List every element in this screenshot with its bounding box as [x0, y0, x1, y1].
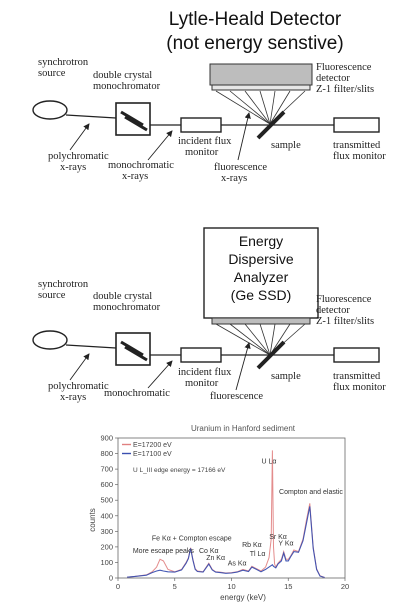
d2-synchrotron-line2: source — [38, 290, 66, 301]
d1-crystal-1 — [120, 110, 144, 127]
x-tick-label: 20 — [341, 582, 349, 591]
legend-label: E=17100 eV — [133, 451, 172, 458]
d2-detector-line1: Fluorescence — [316, 294, 372, 305]
d1-monox-line1: monochromatic — [108, 160, 174, 171]
d1-fluor-line1: fluorescence — [214, 162, 267, 173]
d1-poly-line2: x-rays — [60, 162, 86, 173]
d2-synchrotron-line1: synchrotron — [38, 279, 89, 290]
d2-analyzer-line3: Analyzer — [234, 269, 289, 285]
d2-filter-slit — [211, 317, 311, 325]
d1-transmitted-line2: flux monitor — [333, 151, 386, 162]
y-tick-label: 0 — [109, 574, 113, 583]
d1-mono-line1: double crystal — [93, 70, 152, 81]
d1-synchrotron-line2: source — [38, 68, 66, 79]
d2-beam-poly — [65, 344, 117, 349]
peak-annotation: Y Kα — [278, 540, 293, 547]
d2-mono-line1: double crystal — [93, 291, 152, 302]
d2-incident-flux-monitor — [180, 347, 222, 363]
d1-transmitted-flux-monitor — [333, 117, 380, 133]
d2-incident-line1: incident flux — [178, 367, 232, 378]
d1-detector-line1: Fluorescence — [316, 62, 372, 73]
peak-annotation: Zn Kα — [206, 555, 225, 562]
d1-sample-label: sample — [271, 140, 301, 151]
x-tick-label: 5 — [173, 582, 177, 591]
d1-detector-line3: Z-1 filter/slits — [316, 84, 374, 95]
d2-poly-line2: x-rays — [60, 392, 86, 403]
d2-transmitted-flux-monitor — [333, 347, 380, 363]
y-tick-label: 400 — [100, 511, 113, 520]
y-tick-label: 600 — [100, 480, 113, 489]
peak-annotation: More escape peaks — [133, 548, 195, 555]
series-line-2 — [127, 506, 325, 579]
d2-transmitted-line1: transmitted — [333, 371, 381, 382]
d2-sample-label: sample — [271, 371, 301, 382]
diagram-2: Energy Dispersive Analyzer (Ge SSD) sync… — [32, 227, 386, 403]
d1-synchrotron-line1: synchrotron — [38, 57, 89, 68]
d2-detector-line2: detector — [316, 305, 350, 316]
peak-annotation: U Lα — [261, 459, 276, 466]
title-line-2: (not energy senstive) — [166, 33, 344, 54]
diagram-1: synchrotron source double crystal monoch… — [32, 57, 386, 184]
y-tick-label: 200 — [100, 542, 113, 551]
d2-incident-line2: monitor — [185, 378, 219, 389]
d2-analyzer-line1: Energy — [239, 233, 283, 249]
spectrum-chart: Uranium in Hanford sediment energy (keV)… — [88, 424, 349, 602]
d1-crystal-2 — [124, 115, 148, 132]
d1-incident-flux-monitor — [180, 117, 222, 133]
chart-frame — [117, 437, 346, 579]
y-tick-label: 900 — [100, 434, 113, 443]
x-tick-label: 15 — [284, 582, 292, 591]
d1-synchrotron-ring — [32, 100, 68, 120]
d2-analyzer-line2: Dispersive — [228, 251, 294, 267]
peak-annotation: Compton and elastic — [279, 489, 343, 496]
peak-annotation: Sr Kα — [269, 534, 287, 541]
y-tick-label: 700 — [100, 465, 113, 474]
y-tick-label: 500 — [100, 496, 113, 505]
y-tick-label: 100 — [100, 558, 113, 567]
peak-annotation: Co Kα — [199, 548, 219, 555]
d2-synchrotron-ring — [32, 330, 68, 350]
d1-beam-poly — [65, 114, 117, 119]
peak-annotation: Fe Kα + Compton escape — [152, 536, 232, 543]
d2-mono-line2: monochromator — [93, 302, 161, 313]
legend-label: E=17200 eV — [133, 442, 172, 449]
chart-ylabel: counts — [88, 508, 97, 532]
d1-detector-line2: detector — [316, 73, 350, 84]
d2-fluor-label: fluorescence — [210, 391, 263, 402]
title-line-1: Lytle-Heald Detector — [168, 9, 342, 30]
x-tick-label: 0 — [116, 582, 120, 591]
d2-monox-label: monochromatic — [104, 388, 170, 399]
d2-crystal-2 — [124, 345, 148, 362]
y-tick-label: 300 — [100, 527, 113, 536]
peak-annotation: Tl Lα — [250, 551, 266, 558]
chart-title: Uranium in Hanford sediment — [191, 424, 296, 433]
d1-poly-line1: polychromatic — [48, 151, 109, 162]
d2-transmitted-line2: flux monitor — [333, 382, 386, 393]
chart-xlabel: energy (keV) — [220, 593, 266, 602]
d1-monox-line2: x-rays — [122, 171, 148, 182]
chart-plot-area: 0 100 200 300 400 500 600 700 800 900 0 5 10 15 20 E=17… — [100, 434, 349, 592]
d2-crystal-1 — [120, 340, 144, 357]
d2-fluorescence-fan — [215, 323, 306, 356]
d1-transmitted-line1: transmitted — [333, 140, 381, 151]
d2-poly-line1: polychromatic — [48, 381, 109, 392]
peak-annotation: As Kα — [228, 561, 247, 568]
d1-mono-line2: monochromator — [93, 81, 161, 92]
d1-detector-block — [209, 63, 313, 86]
y-tick-label: 800 — [100, 449, 113, 458]
d2-analyzer-line4: (Ge SSD) — [231, 287, 292, 303]
edge-energy-note: U L_III edge energy = 17166 eV — [133, 467, 226, 474]
peak-annotation: Rb Kα — [242, 542, 262, 549]
d1-filter-slit — [211, 84, 311, 91]
d1-incident-line2: monitor — [185, 147, 219, 158]
d2-detector-line3: Z-1 filter/slits — [316, 316, 374, 327]
x-tick-label: 10 — [227, 582, 235, 591]
d1-incident-line1: incident flux — [178, 136, 232, 147]
d1-fluorescence-fan — [215, 90, 306, 125]
d1-fluor-line2: x-rays — [221, 173, 247, 184]
